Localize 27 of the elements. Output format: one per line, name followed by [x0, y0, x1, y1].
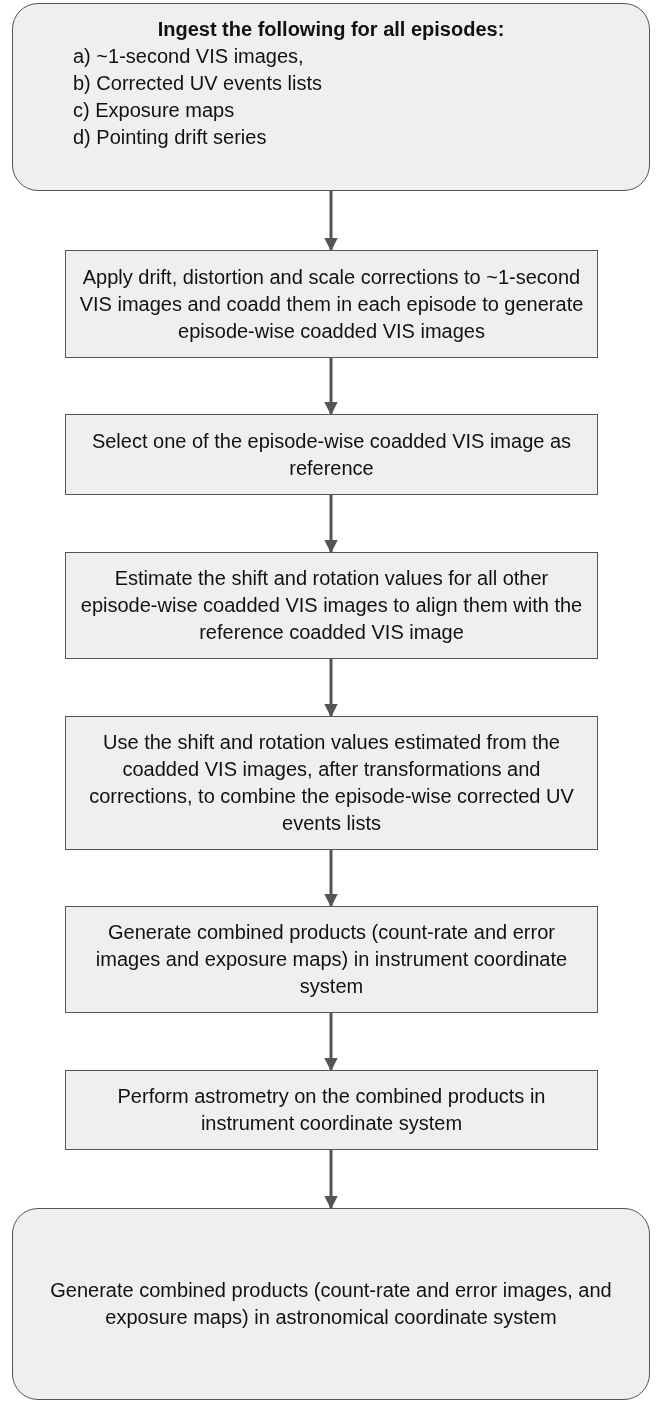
arrow — [324, 659, 338, 718]
step-text: Generate combined products (count-rate and error images and exposure maps) in instrument coordinate system — [94, 920, 569, 999]
arrow — [324, 191, 338, 252]
arrow — [324, 1013, 338, 1072]
terminal-box — [12, 1208, 650, 1400]
list-item: c) Exposure maps — [72, 98, 236, 123]
process-box — [65, 906, 598, 1013]
step-text: Perform astrometry on the combined products in instrument coordinate system — [116, 1084, 547, 1136]
process-box — [65, 1070, 598, 1150]
process-box — [65, 716, 598, 850]
arrow — [324, 358, 338, 416]
step-text: Estimate the shift and rotation values for all other episode-wise coadded VIS images to align them with the reference coadded VIS image — [79, 566, 584, 645]
step-text: Select one of the episode-wise coadded VIS image as reference — [90, 428, 573, 481]
process-box — [65, 552, 598, 659]
heading-text: Ingest the following for all episodes: — [156, 17, 506, 42]
list-item: d) Pointing drift series — [72, 125, 268, 150]
arrow — [324, 495, 338, 554]
list-item: b) Corrected UV events lists — [72, 71, 323, 96]
step-text: Apply drift, distortion and scale corrections to ~1-second VIS images and coadd them in each episode to generate episode-wise coadded VIS images — [78, 264, 585, 344]
list-item: a) ~1-second VIS images, — [72, 44, 305, 69]
arrow — [324, 850, 338, 908]
process-box — [65, 250, 598, 358]
arrow — [324, 1150, 338, 1210]
terminal-box — [12, 3, 650, 191]
process-box — [65, 414, 598, 495]
step-text: Generate combined products (count-rate and error images, and exposure maps) in astronomical coordinate system — [49, 1278, 613, 1330]
step-text: Use the shift and rotation values estimated from the coadded VIS images, after transformations and corrections, to combine the episode-wise corrected UV events lists — [88, 730, 575, 836]
